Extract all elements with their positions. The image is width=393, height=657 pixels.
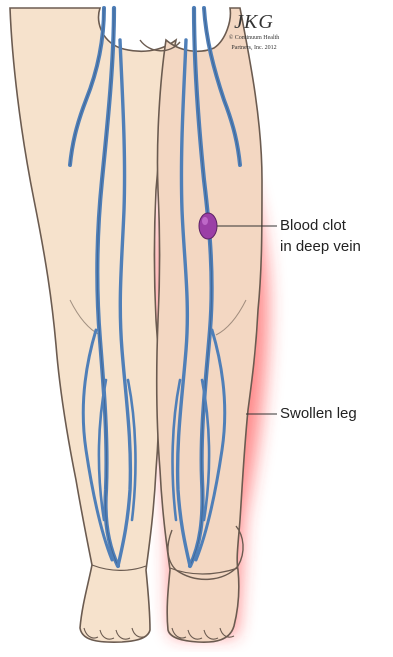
logo-mark: JKG <box>218 12 290 32</box>
blood-clot <box>199 213 217 239</box>
left-leg <box>10 8 176 642</box>
logo-credit-line-1: © Continuum Health <box>218 34 290 42</box>
blood-clot-label-line-2: in deep vein <box>280 237 361 256</box>
swollen-leg-label: Swollen leg <box>280 404 357 423</box>
logo-credit-line-2: Partners, Inc. 2012 <box>218 44 290 52</box>
blood-clot-label-line-1: Blood clot <box>280 216 346 235</box>
artist-logo: JKG © Continuum Health Partners, Inc. 20… <box>218 12 290 52</box>
blood-clot-highlight <box>202 217 208 225</box>
